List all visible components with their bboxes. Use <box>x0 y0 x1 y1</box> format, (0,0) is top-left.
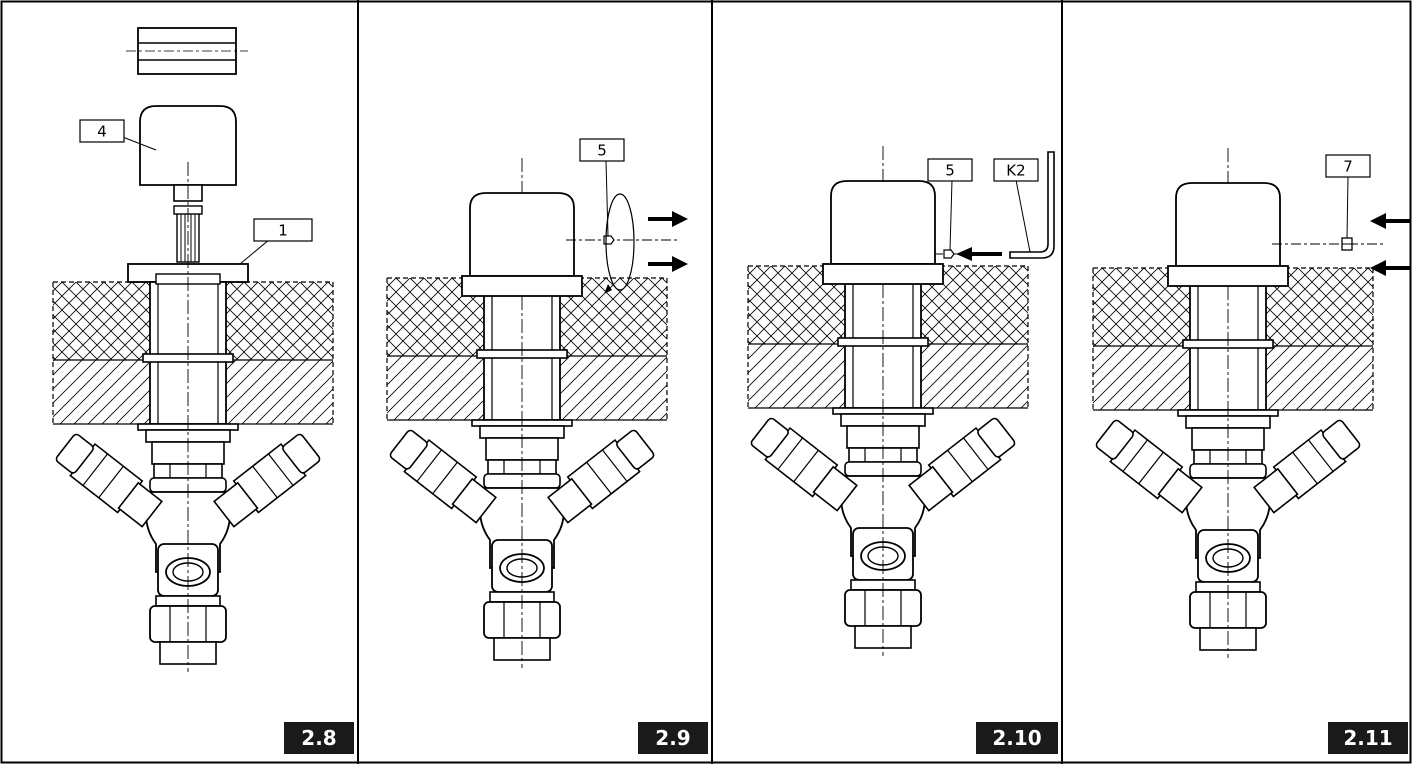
callout-label: 1 <box>278 222 288 240</box>
figure-number-badge: 2.8 <box>284 722 354 754</box>
callout-5: 5 <box>579 138 625 162</box>
callout-label: 4 <box>97 123 107 141</box>
figure-number: 2.8 <box>301 726 336 750</box>
figure-number-badge: 2.10 <box>976 722 1058 754</box>
panel-2-10 <box>747 145 1055 657</box>
figure-number: 2.11 <box>1343 726 1392 750</box>
panel-2-8 <box>52 27 334 673</box>
figure-number-badge: 2.9 <box>638 722 708 754</box>
callout-1: 1 <box>253 218 313 242</box>
callout-5: 5 <box>927 158 973 182</box>
callout-7: 7 <box>1325 154 1371 178</box>
panel-2-11 <box>1092 147 1410 659</box>
callout-label: K2 <box>1006 162 1025 180</box>
figure-number-badge: 2.11 <box>1328 722 1408 754</box>
callout-k2: K2 <box>993 158 1039 182</box>
figure-number: 2.9 <box>655 726 690 750</box>
callout-label: 5 <box>945 162 955 180</box>
figure-number: 2.10 <box>992 726 1041 750</box>
callout-label: 5 <box>597 142 607 160</box>
callout-label: 7 <box>1343 158 1353 176</box>
panel-2-9 <box>386 157 688 669</box>
callout-4: 4 <box>79 119 125 143</box>
